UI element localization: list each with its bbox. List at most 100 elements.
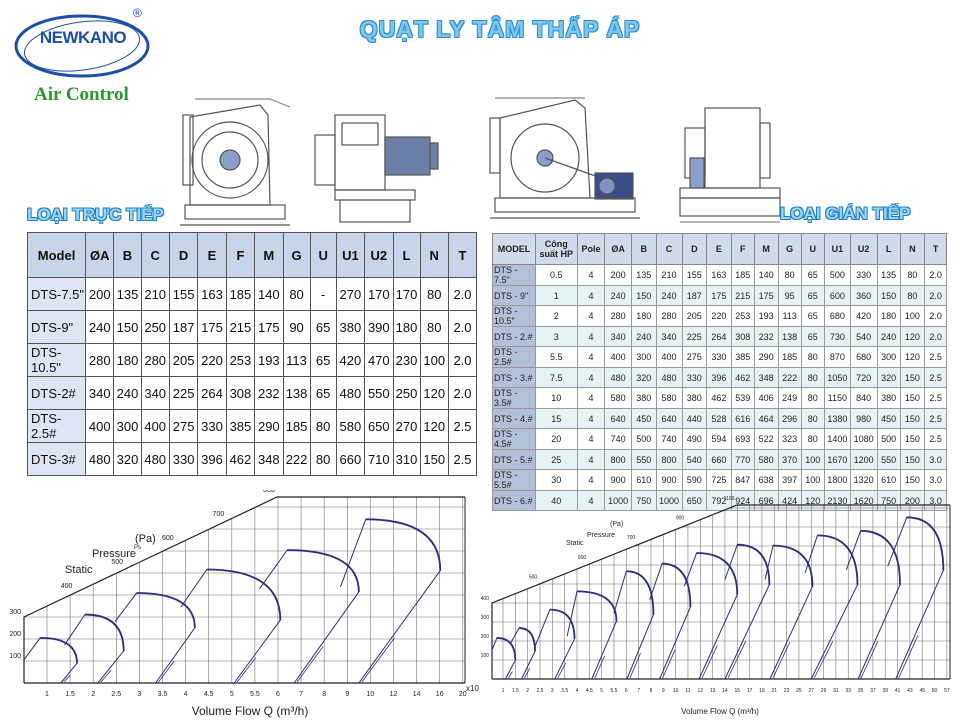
value-cell: 187 (168, 310, 199, 344)
value-cell: 380 (631, 387, 657, 409)
x-tick-label: 17 (747, 688, 753, 694)
value-cell: 290 (254, 409, 284, 443)
column-header: F (225, 232, 256, 278)
value-cell: 150 (419, 442, 449, 476)
direct-drive-drawing (180, 98, 439, 226)
diagonal-tick-label: 800 (263, 490, 275, 494)
value-cell: 330 (849, 264, 878, 286)
model-cell: DTS-3# (26, 442, 87, 476)
section-heading-direct: LOẠI TRỰC TIẾP (27, 205, 164, 224)
value-cell: 720 (849, 367, 878, 388)
model-cell: DTS-2.5# (26, 409, 87, 443)
x-tick-label: 39 (882, 688, 888, 694)
value-cell: 4 (576, 326, 606, 347)
value-cell: 275 (681, 346, 708, 368)
x-tick-label: 50 (932, 688, 938, 694)
column-header: Model (26, 232, 87, 278)
value-cell: 180 (392, 310, 421, 344)
y-tick-label: 100 (481, 653, 490, 659)
value-cell: 193 (753, 305, 779, 327)
fan-curve-operating-range (576, 590, 618, 622)
value-cell: 4 (576, 408, 606, 429)
value-cell: 150 (899, 469, 926, 491)
x-tick-label: 6 (276, 691, 280, 698)
x-tick-label: 10 (673, 688, 679, 694)
y-tick-label: 400 (481, 596, 490, 602)
value-cell: 225 (681, 326, 708, 347)
value-cell: 90 (282, 310, 311, 344)
value-cell: 253 (225, 343, 256, 377)
value-cell: 464 (753, 408, 779, 429)
value-cell: 210 (655, 264, 683, 286)
value-cell: 4 (576, 387, 606, 409)
x-tick-label: 15 (734, 688, 740, 694)
value-cell: 187 (681, 285, 708, 306)
value-cell: 396 (197, 442, 227, 476)
value-cell: 323 (777, 428, 802, 450)
fan-curve (114, 592, 196, 684)
fan-curve-operating-range (662, 562, 692, 607)
value-cell: 220 (197, 343, 227, 377)
x-tick-label: 19 (759, 688, 765, 694)
value-cell: 80 (419, 310, 449, 344)
value-cell: 80 (282, 277, 311, 311)
value-cell: 270 (335, 277, 366, 311)
value-cell: 100 (419, 343, 449, 377)
value-cell: 660 (706, 449, 732, 470)
fan-curve-operating-range (206, 568, 282, 621)
column-header: L (392, 232, 421, 278)
x-tick-label: 21 (771, 688, 777, 694)
value-cell: 249 (777, 387, 802, 409)
column-header: M (254, 232, 284, 278)
brand-name: NEWKANO (39, 28, 127, 47)
x-tick-label: 8 (322, 691, 326, 698)
value-cell: 1080 (849, 428, 878, 450)
value-cell: 210 (140, 277, 170, 311)
fan-curve (804, 534, 858, 680)
efficiency-marker (772, 641, 791, 679)
x-tick-label: 16 (436, 691, 444, 698)
value-cell: 725 (706, 469, 732, 491)
x-tick-label: 2.5 (111, 691, 121, 698)
x-tick-label: 3 (137, 691, 141, 698)
fan-curve-operating-range (84, 613, 125, 651)
value-cell: 290 (753, 346, 779, 368)
fan-curve-operating-range (287, 549, 360, 592)
value-cell: 900 (604, 469, 633, 491)
value-cell: 175 (254, 310, 284, 344)
value-cell: 847 (730, 469, 755, 491)
value-cell: 175 (753, 285, 779, 306)
value-cell: 240 (85, 310, 115, 344)
value-cell: 140 (254, 277, 284, 311)
value-cell: 1800 (823, 469, 851, 491)
fan-curve-operating-range (365, 518, 442, 571)
column-header: ØA (604, 233, 633, 265)
fan-curve-operating-range (136, 592, 196, 628)
value-cell: 1400 (823, 428, 851, 450)
value-cell: 80 (309, 409, 337, 443)
y-tick-label: 200 (481, 634, 490, 640)
column-header: E (197, 232, 227, 278)
value-cell: 2.0 (924, 285, 947, 306)
value-cell: 1050 (823, 367, 851, 388)
model-cell: DTS-2# (26, 376, 87, 410)
fan-curve-operating-range (549, 608, 576, 639)
model-cell: DTS - 5.# (492, 449, 536, 470)
fan-curve-operating-range (40, 637, 78, 664)
value-cell: 396 (706, 367, 732, 388)
y-tick-label: 200 (9, 631, 21, 638)
value-cell: 380 (335, 310, 366, 344)
value-cell: 270 (392, 409, 421, 443)
value-cell: 1200 (849, 449, 878, 470)
value-cell: 275 (168, 409, 199, 443)
value-cell: 500 (823, 264, 851, 286)
value-cell: 264 (197, 376, 227, 410)
value-cell: - (309, 277, 337, 311)
value-cell: 600 (823, 285, 851, 306)
value-cell: 528 (706, 408, 732, 429)
column-header: C (140, 232, 170, 278)
efficiency-marker (860, 641, 879, 679)
